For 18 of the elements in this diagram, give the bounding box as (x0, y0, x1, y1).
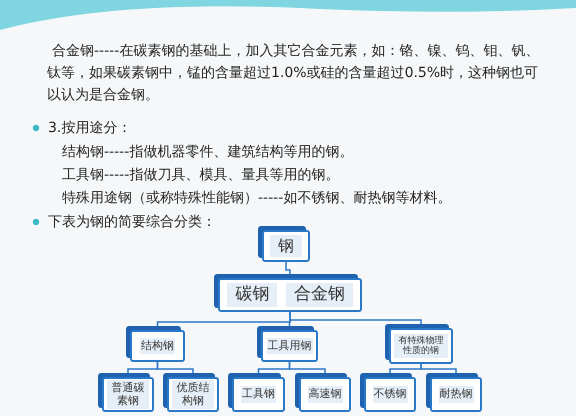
paragraph-text: 3.按用途分： (48, 119, 132, 138)
box-label: 工具钢 (241, 386, 276, 403)
box-label: 合金钢 (286, 283, 353, 307)
box-label: 有特殊物理性质的钢 (394, 334, 448, 358)
paragraph-text: 合金钢-----在碳素钢的基础上，加入其它合金元素，如：铬、镍、钨、钼、钒、钛等，如果碳素钢中，锰的含量超过1.0%或硅的含量超过0.5%时，这种钢也可以认为是合金钢。 (47, 42, 540, 105)
box-label: 结构钢 (140, 338, 175, 354)
box-label: 钢 (270, 234, 302, 258)
paragraph-text: 工具钢-----指做刀具、模具、量具等用的钢。 (62, 166, 340, 185)
box-label: 碳钢 (227, 283, 278, 307)
box-label: 耐热钢 (438, 386, 474, 403)
paragraph-text: 结构钢-----指做机器零件、建筑结构等用的钢。 (62, 143, 354, 162)
box-label: 工具用钢 (266, 338, 312, 354)
box-label: 高速钢 (308, 386, 342, 403)
paragraph-text: 特殊用途钢（或称特殊性能钢）-----如不锈钢、耐热钢等材料。 (62, 189, 452, 208)
paragraph-text: 下表为钢的简要综合分类： (48, 213, 216, 232)
box-label: 普通碳素钢 (107, 380, 149, 410)
box-label: 优质结构钢 (172, 380, 214, 410)
box-label: 不锈钢 (372, 386, 408, 403)
